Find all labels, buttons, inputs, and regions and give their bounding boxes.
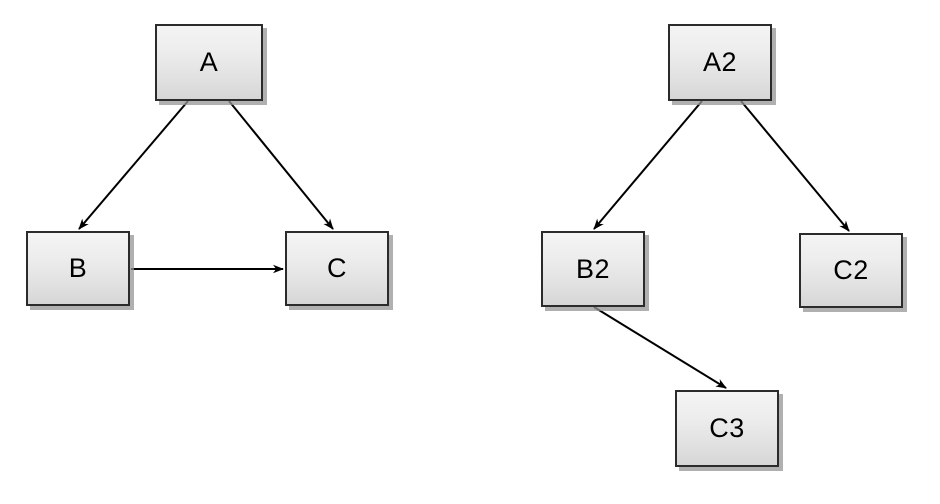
- edge-a-to-c: [228, 100, 334, 230]
- node-c2[interactable]: C2: [799, 233, 903, 308]
- node-c3[interactable]: C3: [675, 390, 779, 467]
- node-label-a: A: [199, 47, 219, 77]
- node-label-c2: C2: [833, 255, 869, 285]
- edge-a-to-b: [78, 100, 189, 230]
- node-c[interactable]: C: [285, 231, 389, 306]
- node-a[interactable]: A: [155, 24, 263, 101]
- node-label-c: C: [327, 253, 347, 283]
- node-label-a2: A2: [702, 47, 738, 77]
- node-label-c3: C3: [709, 413, 745, 443]
- node-b[interactable]: B: [26, 231, 130, 306]
- edge-a2-to-c2: [740, 100, 850, 232]
- node-label-b2: B2: [575, 253, 611, 284]
- node-label-b: B: [68, 253, 88, 283]
- node-b2[interactable]: B2: [541, 231, 645, 307]
- node-a2[interactable]: A2: [668, 24, 772, 101]
- edge-a2-to-b2: [593, 100, 703, 230]
- edge-b2-to-c3: [593, 306, 727, 389]
